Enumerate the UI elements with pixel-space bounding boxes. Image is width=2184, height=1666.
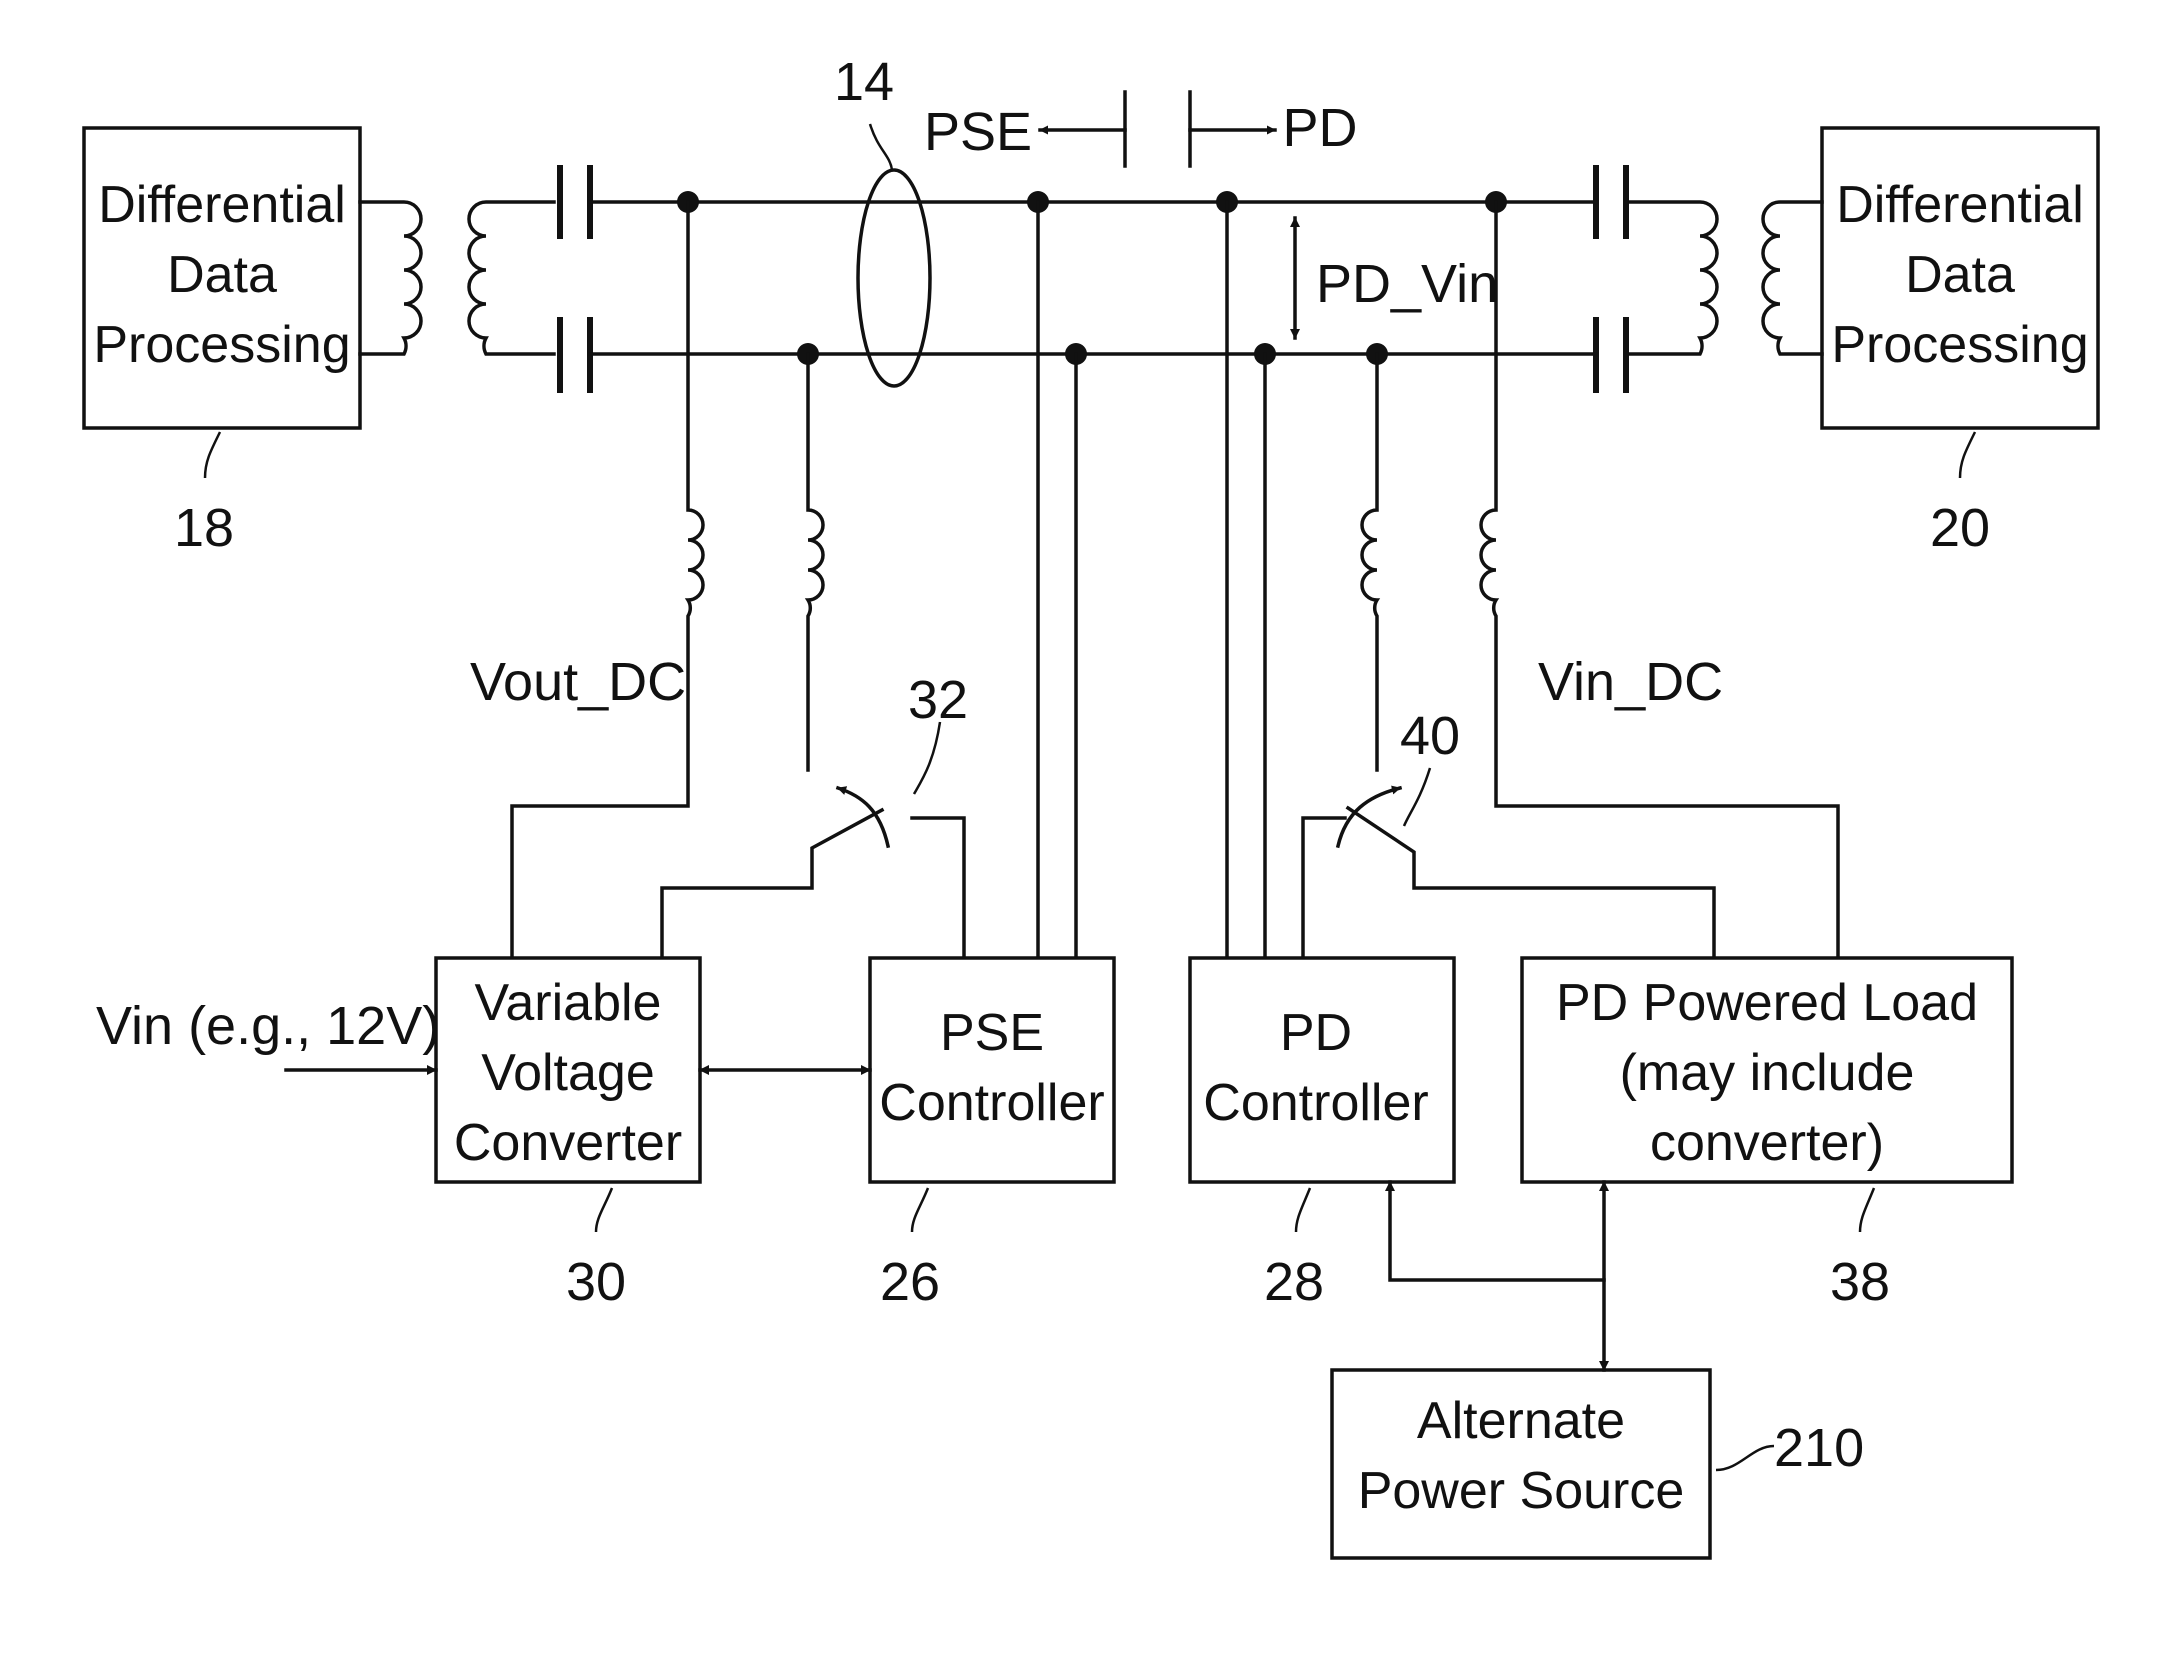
- pd-load-line-1: PD Powered Load: [1556, 974, 1978, 1032]
- pd-inductor-return: [1362, 354, 1377, 770]
- ddp-left-line-3: Processing: [93, 316, 350, 374]
- pd-vin-label: PD_Vin: [1316, 254, 1498, 314]
- ref-14: 14: [834, 52, 894, 112]
- ref-210: 210: [1774, 1418, 1864, 1478]
- alt-power-line-2: Power Source: [1358, 1462, 1685, 1520]
- ddp-right-line-3: Processing: [1831, 316, 2088, 374]
- converter-line-1: Variable: [475, 974, 662, 1032]
- ref-leader-20: [1960, 432, 1975, 478]
- pse-controller-line-1: PSE: [940, 1004, 1044, 1062]
- ref-leader-38: [1860, 1188, 1874, 1232]
- ddp-right-line-1: Differential: [1836, 176, 2084, 234]
- alt-power-links: [1390, 1182, 1604, 1370]
- vin-dc-label: Vin_DC: [1538, 652, 1723, 712]
- pse-side-label: PSE: [924, 102, 1032, 162]
- converter-line-2: Voltage: [481, 1044, 655, 1102]
- variable-voltage-converter: Variable Voltage Converter: [436, 958, 700, 1182]
- ref-leader-18: [205, 432, 220, 478]
- right-capacitors: [1596, 168, 1626, 390]
- pd-load-line-2: (may include: [1620, 1044, 1915, 1102]
- vout-dc-label: Vout_DC: [470, 652, 686, 712]
- pse-switch: [662, 788, 964, 958]
- pd-switch: [1303, 788, 1714, 958]
- ref-38: 38: [1830, 1252, 1890, 1312]
- ref-28: 28: [1264, 1252, 1324, 1312]
- pd-side-label: PD: [1282, 98, 1357, 158]
- vin-input-label: Vin (e.g., 12V): [96, 996, 440, 1056]
- pd-powered-load: PD Powered Load (may include converter): [1522, 958, 2012, 1182]
- ref-20: 20: [1930, 498, 1990, 558]
- ref-leader-26: [912, 1188, 928, 1232]
- right-transformer: [1630, 202, 1822, 354]
- ref-leader-32: [914, 722, 940, 794]
- left-transformer: [360, 202, 554, 354]
- ref-18: 18: [174, 498, 234, 558]
- alternate-power-source: Alternate Power Source: [1332, 1370, 1710, 1558]
- pd-load-line-3: converter): [1650, 1114, 1884, 1172]
- pse-inductor-vout: [512, 202, 703, 958]
- ddp-right-line-2: Data: [1905, 246, 2015, 304]
- ref-leader-28: [1296, 1188, 1310, 1232]
- ddp-right-block: Differential Data Processing: [1822, 128, 2098, 428]
- pd-inductor-vin: [1481, 202, 1838, 958]
- left-capacitors: [560, 168, 590, 390]
- ref-leader-14: [870, 124, 892, 170]
- converter-line-3: Converter: [454, 1114, 682, 1172]
- ref-40: 40: [1400, 706, 1460, 766]
- pse-controller-line-2: Controller: [879, 1074, 1104, 1132]
- alt-power-line-1: Alternate: [1417, 1392, 1625, 1450]
- ref-leader-210: [1716, 1446, 1774, 1470]
- ddp-left-block: Differential Data Processing: [84, 128, 360, 428]
- pse-controller: PSE Controller: [870, 958, 1114, 1182]
- pd-controller-line-1: PD: [1280, 1004, 1352, 1062]
- pd-controller: PD Controller: [1190, 958, 1454, 1182]
- pd-controller-line-2: Controller: [1203, 1074, 1428, 1132]
- ref-30: 30: [566, 1252, 626, 1312]
- pse-pd-boundary: [1040, 92, 1275, 166]
- ref-32: 32: [908, 670, 968, 730]
- pse-inductor-return: [808, 354, 823, 770]
- ref-leader-40: [1404, 768, 1430, 826]
- ddp-left-line-2: Data: [167, 246, 277, 304]
- ddp-left-line-1: Differential: [98, 176, 346, 234]
- ref-26: 26: [880, 1252, 940, 1312]
- ref-leader-30: [596, 1188, 612, 1232]
- pd-controller-feeds: [1227, 202, 1265, 958]
- pse-controller-feeds: [1038, 202, 1076, 958]
